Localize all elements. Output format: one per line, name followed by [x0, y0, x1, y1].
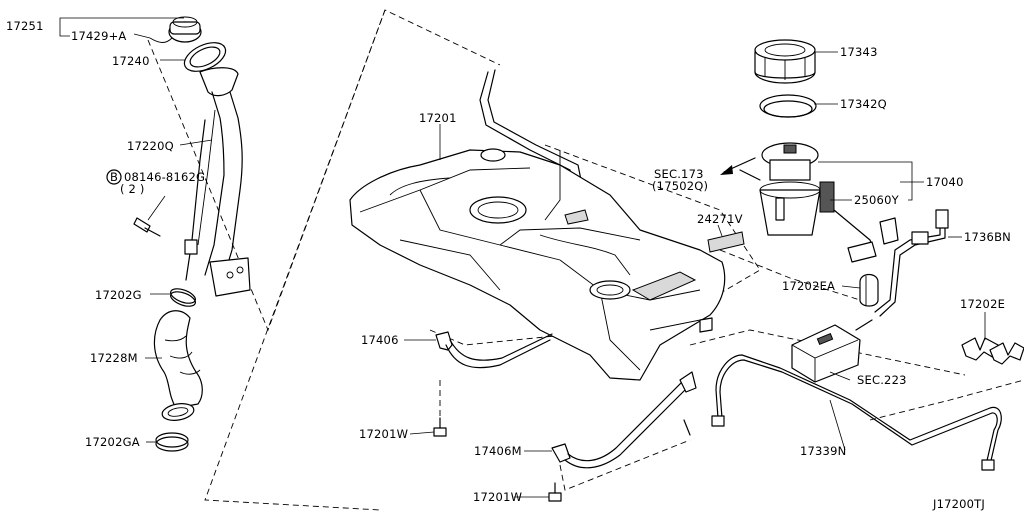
- boundary-evap: [689, 329, 966, 376]
- evap-canister: [791, 319, 873, 383]
- part-labels: 17251 17429+A 17240 17220Q B 08146-8162G…: [6, 19, 1011, 511]
- boundary-clip: [869, 379, 1024, 421]
- fuel-tank: [349, 148, 726, 381]
- hose-clamp-17202ea: [859, 273, 879, 307]
- label-17240: 17240: [112, 54, 150, 68]
- pump-seal-ring: [759, 94, 817, 118]
- label-sec173-ref: (17502Q): [652, 179, 708, 193]
- boundary-bolt-b: [559, 439, 691, 491]
- tank-strap-17406m: [551, 371, 697, 469]
- label-25060y: 25060Y: [854, 193, 900, 207]
- clip-17202e: [961, 337, 1024, 365]
- label-24271v: 24271V: [697, 212, 743, 226]
- label-17406m: 17406M: [474, 444, 522, 458]
- label-17201w-a: 17201W: [359, 427, 408, 441]
- label-17202g: 17202G: [95, 288, 142, 302]
- label-17429a: 17429+A: [71, 29, 127, 43]
- label-17201w-b: 17201W: [473, 490, 522, 504]
- pump-lock-ring: [754, 39, 816, 84]
- hose-clamp-17202g: [170, 288, 196, 307]
- sec173-arrow-icon: [720, 157, 756, 175]
- boundary-left: [204, 9, 386, 511]
- label-17201: 17201: [419, 111, 457, 125]
- evap-line-17339n: [711, 354, 1002, 471]
- label-17202ga: 17202GA: [85, 435, 140, 449]
- leader-lines: [59, 17, 986, 498]
- filler-tube: [184, 67, 251, 297]
- label-17202ea: 17202EA: [782, 279, 835, 293]
- bolt-08146: [133, 217, 161, 237]
- label-08146: 08146-8162G: [124, 170, 205, 184]
- label-17228m: 17228M: [90, 351, 138, 365]
- fuel-level-sender: [819, 181, 877, 263]
- label-1736bn: 1736BN: [964, 230, 1011, 244]
- label-17251: 17251: [6, 19, 44, 33]
- label-17339n: 17339N: [800, 444, 846, 458]
- hose-clamp-17202ga: [155, 432, 189, 452]
- label-17040: 17040: [926, 175, 964, 189]
- fuel-pump-module: [739, 142, 821, 236]
- tank-strap-17406: [435, 331, 553, 369]
- label-17342q: 17342Q: [840, 97, 887, 111]
- assembly-boundary-lines: [147, 9, 1024, 511]
- filler-cap: [149, 16, 202, 43]
- label-sec173: SEC.173: [654, 167, 704, 181]
- boundary-pump: [719, 249, 861, 301]
- gasket-24271v: [707, 231, 745, 253]
- diagram-code: J17200TJ: [932, 497, 985, 511]
- label-08146-qty: ( 2 ): [120, 182, 145, 196]
- label-17343: 17343: [840, 45, 878, 59]
- bolt-17201w-b: [548, 482, 562, 502]
- label-17202e: 17202E: [960, 297, 1005, 311]
- b-circle-icon: [106, 169, 122, 185]
- fuel-hose-1736bn: [874, 209, 949, 317]
- label-b-circle: B: [110, 170, 118, 184]
- filler-hose: [153, 310, 203, 421]
- label-17406: 17406: [361, 333, 399, 347]
- filler-gasket-ring: [183, 42, 227, 72]
- label-17220q: 17220Q: [127, 139, 174, 153]
- bolt-17201w-a: [433, 417, 447, 437]
- label-sec223: SEC.223: [857, 373, 907, 387]
